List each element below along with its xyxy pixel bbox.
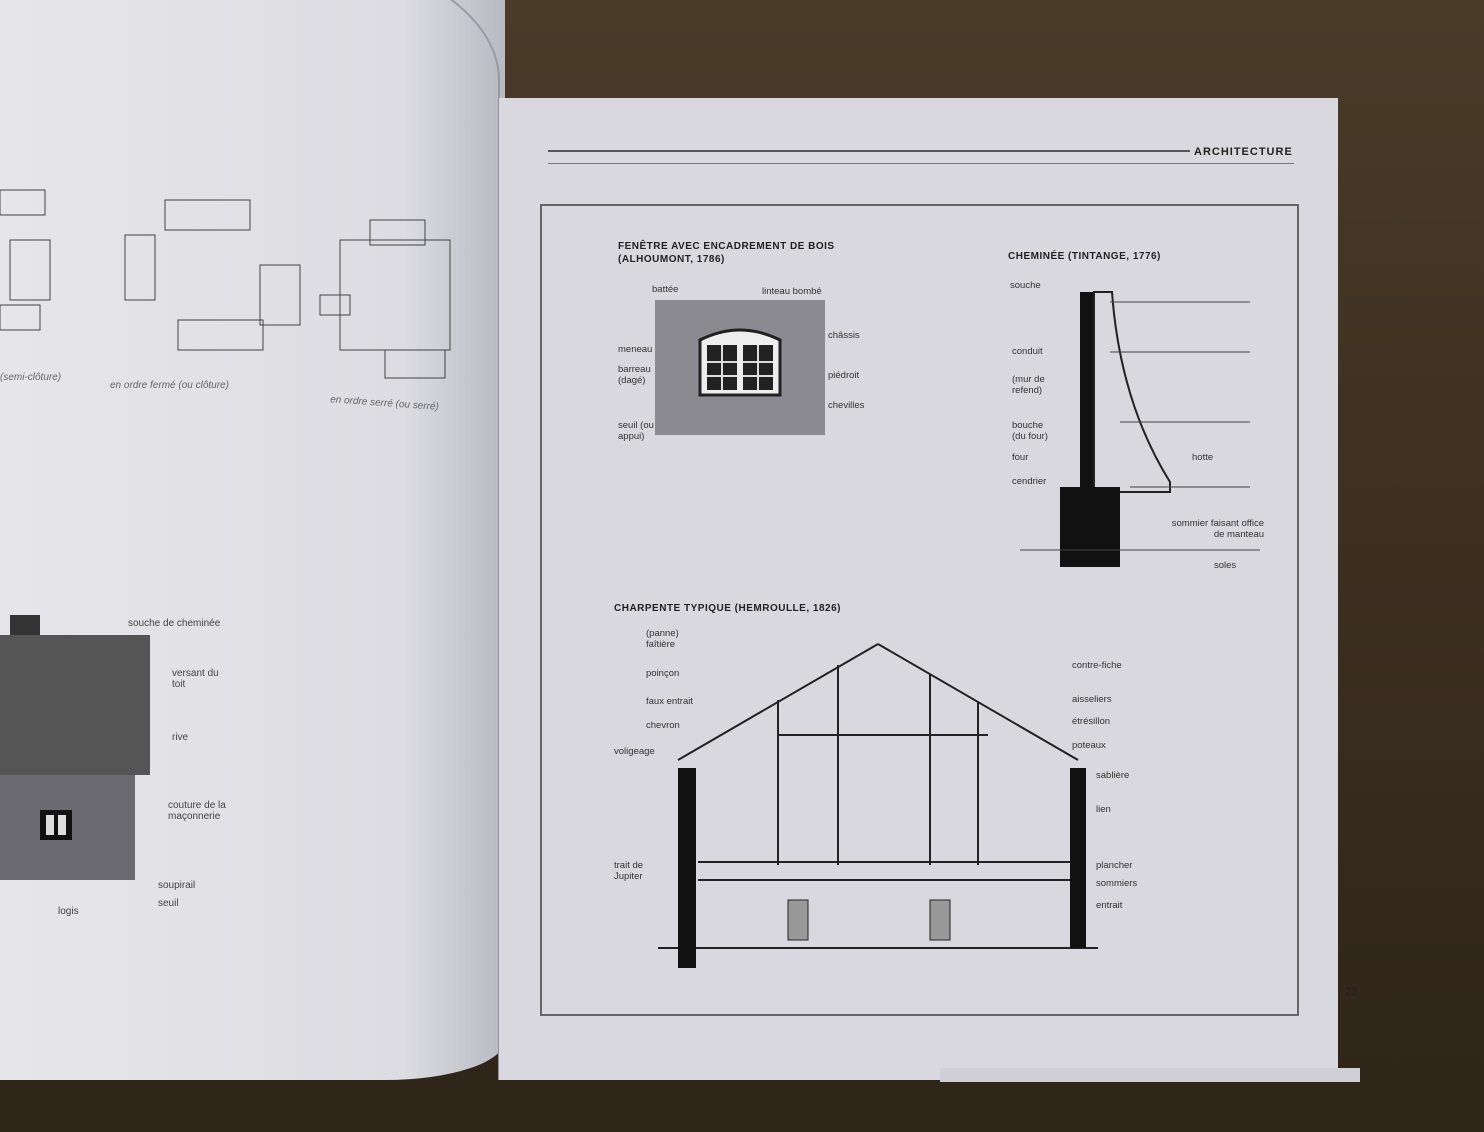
running-head: Architecture <box>1190 146 1297 158</box>
charpente-label-sommiers: sommiers <box>1096 878 1138 889</box>
charpente-label-faitiere: (panne) faîtière <box>646 628 679 650</box>
charpente-label-sabliere: sablière <box>1096 770 1130 781</box>
charpente-label-poincon: poinçon <box>646 668 680 679</box>
roof-truss-drawing <box>658 643 1098 968</box>
charpente-label-faux-entrait: faux entrait <box>646 696 693 707</box>
cheminee-label-conduit: conduit <box>1012 346 1043 357</box>
label-dwelling: logis <box>58 906 79 917</box>
cheminee-label-soles: soles <box>1214 560 1237 571</box>
chimney-section-drawing <box>1020 291 1260 567</box>
caption-semi-closure: (semi-clôture) <box>0 372 62 383</box>
charpente-label-entrait: entrait <box>1096 900 1123 911</box>
caption-closed-order: en ordre fermé (ou clôture) <box>110 380 229 391</box>
charpente-label-etresillon: étrésillon <box>1072 716 1111 727</box>
figure-frame <box>540 204 1299 1016</box>
page-number: 23 <box>1345 986 1358 998</box>
charpente-label-plancher: plancher <box>1096 860 1133 871</box>
right-page <box>498 98 1338 1080</box>
cheminee-label-sommier: sommier faisant office de manteau <box>1171 518 1264 540</box>
house-facade-drawing <box>0 615 150 880</box>
cheminee-label-hotte: hotte <box>1192 452 1214 463</box>
label-verge: rive <box>172 732 189 743</box>
cheminee-label-four: four <box>1012 452 1029 463</box>
label-chimney-stack: souche de cheminée <box>128 618 221 629</box>
header-rule-thin <box>548 163 1294 164</box>
joinery-diagrams <box>0 189 451 379</box>
header-rule <box>548 150 1294 152</box>
fenetre-label-barreau: barreau (dagé) <box>618 364 651 386</box>
charpente-label-contre-fiche: contre-fiche <box>1072 660 1122 671</box>
window-drawing <box>655 300 825 435</box>
cheminee-label-bouche: bouche (du four) <box>1012 420 1048 442</box>
charpente-label-poteaux: poteaux <box>1072 740 1106 751</box>
cheminee-label-refend: (mur de refend) <box>1012 374 1045 396</box>
charpente-title: Charpente typique (Hemroulle, 1826) <box>614 603 841 614</box>
charpente-label-jupiter: trait de Jupiter <box>614 860 644 882</box>
cheminee-label-souche: souche <box>1010 280 1041 291</box>
charpente-label-chevron: chevron <box>646 720 680 731</box>
fenetre-label-linteau: linteau bombé <box>762 286 822 297</box>
fenetre-label-battee: battée <box>652 284 679 295</box>
left-page: (semi-clôture) en ordre fermé (ou clôtur… <box>0 0 505 1080</box>
fenetre-label-seuil: seuil (ou appui) <box>618 420 654 442</box>
fenetre-label-chevilles: chevilles <box>828 400 865 411</box>
label-roof-slope: versant du toit <box>172 668 219 690</box>
label-sill: seuil <box>158 898 179 909</box>
fenetre-label-meneau: meneau <box>618 344 653 355</box>
cheminee-label-cendrier: cendrier <box>1012 476 1047 487</box>
fenetre-label-chassis: châssis <box>828 330 860 341</box>
fenetre-title: Fenêtre avec encadrement de bois (Alhoum… <box>618 241 835 265</box>
label-basement-vent: soupirail <box>158 880 196 891</box>
cheminee-title: Cheminée (Tintange, 1776) <box>1008 251 1161 262</box>
label-masonry-seam: couture de la maçonnerie <box>168 800 226 822</box>
fenetre-label-piedroit: piédroit <box>828 370 860 381</box>
book-edge <box>940 1068 1360 1082</box>
charpente-label-lien: lien <box>1096 804 1111 815</box>
charpente-label-aisseliers: aisseliers <box>1072 694 1112 705</box>
charpente-label-voligeage: voligeage <box>614 746 655 757</box>
